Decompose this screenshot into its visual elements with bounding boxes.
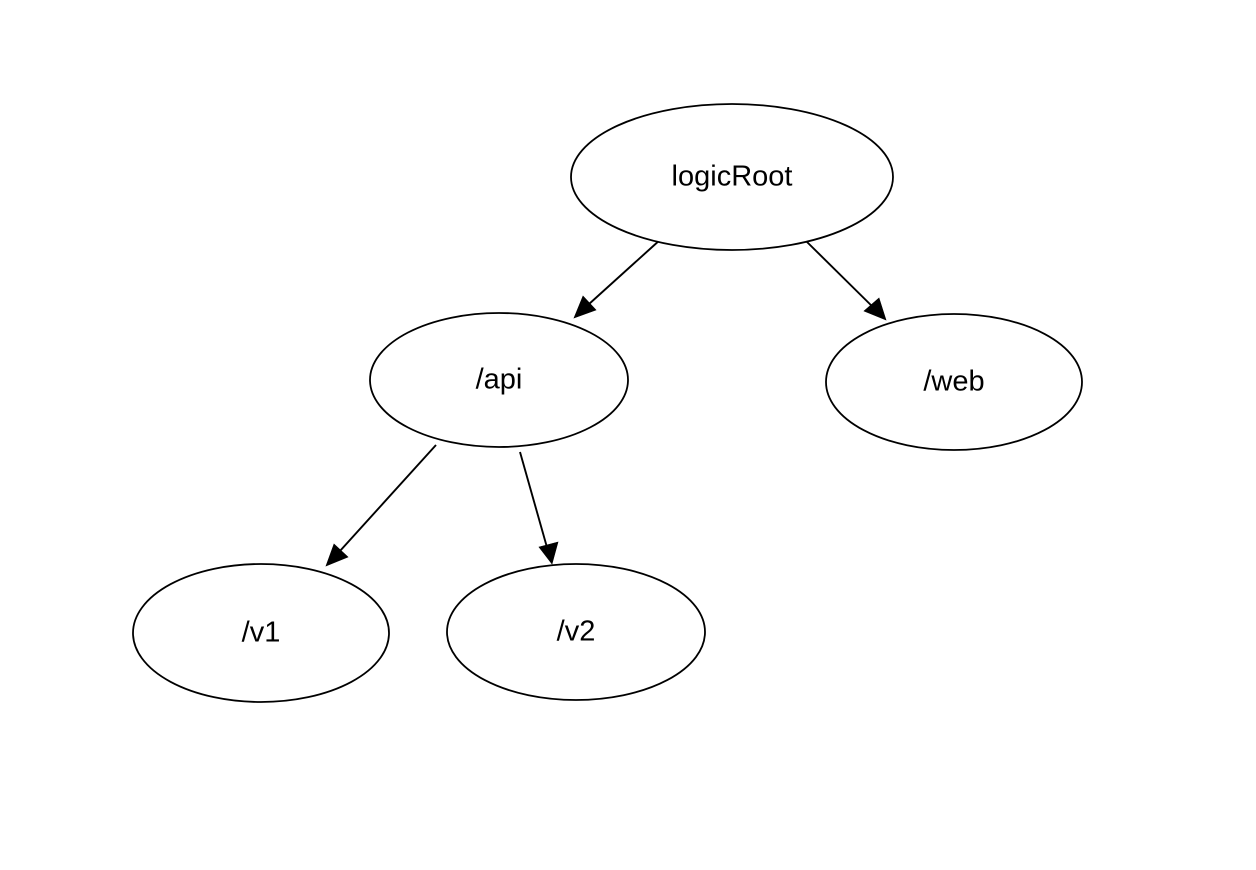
- node-ellipse: [570, 103, 894, 251]
- node-v1[interactable]: /v1: [132, 563, 390, 703]
- node-label: /v2: [557, 616, 596, 648]
- node-label: logicRoot: [672, 161, 793, 193]
- arrowhead-icon: [863, 297, 887, 321]
- arrowhead-icon: [538, 541, 559, 565]
- node-label: /api: [476, 364, 523, 396]
- arrowhead-icon: [573, 295, 597, 319]
- edge-line: [804, 239, 883, 317]
- edge-line: [577, 238, 662, 315]
- node-web[interactable]: /web: [825, 313, 1083, 451]
- edge-line: [329, 444, 437, 563]
- edge-api-v2[interactable]: [519, 451, 559, 565]
- edge-api-v1[interactable]: [325, 444, 437, 567]
- edge-line: [519, 451, 551, 559]
- edge-logicroot-web[interactable]: [804, 239, 887, 321]
- node-v2[interactable]: /v2: [446, 563, 706, 701]
- arrowhead-icon: [325, 543, 349, 567]
- edge-logicroot-api[interactable]: [573, 238, 662, 319]
- node-layer: logicRoot /api /web /v1 /v2: [132, 103, 1083, 703]
- node-ellipse: [132, 563, 390, 703]
- edge-layer: [325, 238, 887, 567]
- node-ellipse: [825, 313, 1083, 451]
- node-ellipse: [446, 563, 706, 701]
- node-ellipse: [369, 312, 629, 448]
- node-label: /v1: [242, 617, 281, 649]
- node-api[interactable]: /api: [369, 312, 629, 448]
- node-logicroot[interactable]: logicRoot: [570, 103, 894, 251]
- node-label: /web: [923, 366, 984, 398]
